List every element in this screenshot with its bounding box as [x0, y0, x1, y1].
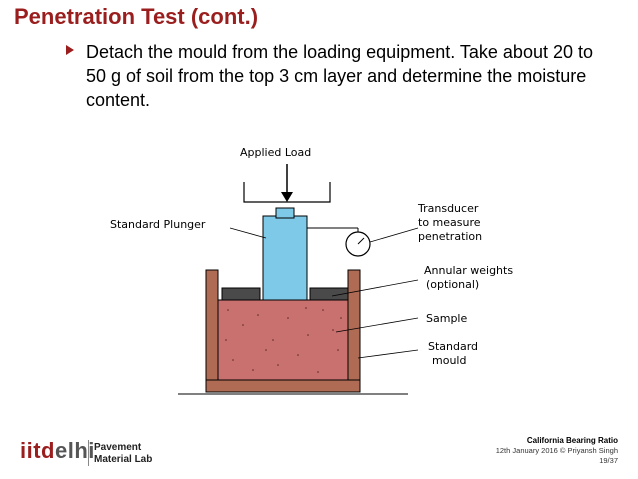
leader-transducer [369, 227, 419, 243]
label-transducer: Transducer [417, 202, 479, 215]
bullet-arrow-icon [66, 45, 74, 55]
mould-base [205, 379, 361, 393]
label-annular-weights: Annular weights [424, 264, 513, 277]
label-standard-plunger: Standard Plunger [110, 218, 206, 231]
iitdelhi-logo: iitdelhi [20, 438, 95, 468]
logo-iitd: iitd [20, 438, 55, 463]
label-applied-load: Applied Load [240, 146, 311, 159]
leader-sample [335, 317, 419, 333]
diagram-svg: Applied Load Standard Plunger Transducer… [110, 146, 513, 395]
label-mould: mould [432, 354, 466, 367]
footer-info: California Bearing Ratio 12th January 20… [496, 436, 618, 466]
leader-weights [331, 279, 419, 297]
lab-line-1: Pavement [94, 442, 142, 453]
annular-weight-left [221, 287, 261, 301]
lab-name: Pavement Material Lab [94, 442, 152, 466]
cbr-apparatus-diagram: Applied Load Standard Plunger Transducer… [108, 140, 538, 400]
sample [217, 299, 349, 381]
annular-weight-right [309, 287, 349, 301]
load-arrow-head-icon [281, 192, 293, 202]
label-transducer-3: penetration [418, 230, 482, 243]
lab-line-2: Material Lab [94, 454, 153, 465]
leader-mould [357, 349, 419, 359]
logo-divider [88, 440, 89, 466]
page-number: 19/37 [599, 456, 618, 465]
leader-plunger [229, 227, 267, 239]
plunger-top [275, 207, 295, 219]
slide-title: Penetration Test (cont.) [14, 4, 259, 29]
label-transducer-2: to measure [418, 216, 481, 229]
deck-title: California Bearing Ratio [526, 436, 618, 445]
label-sample: Sample [426, 312, 467, 325]
bullet-text: Detach the mould from the loading equipm… [86, 42, 593, 110]
sample-speckles [225, 307, 342, 373]
label-optional: (optional) [426, 278, 479, 291]
standard-plunger [262, 215, 308, 301]
mould-left-wall [205, 269, 219, 389]
date-author: 12th January 2016 © Priyansh Singh [495, 446, 618, 455]
logo-elhi: elhi [55, 438, 95, 463]
label-standard-mould: Standard [428, 340, 478, 353]
